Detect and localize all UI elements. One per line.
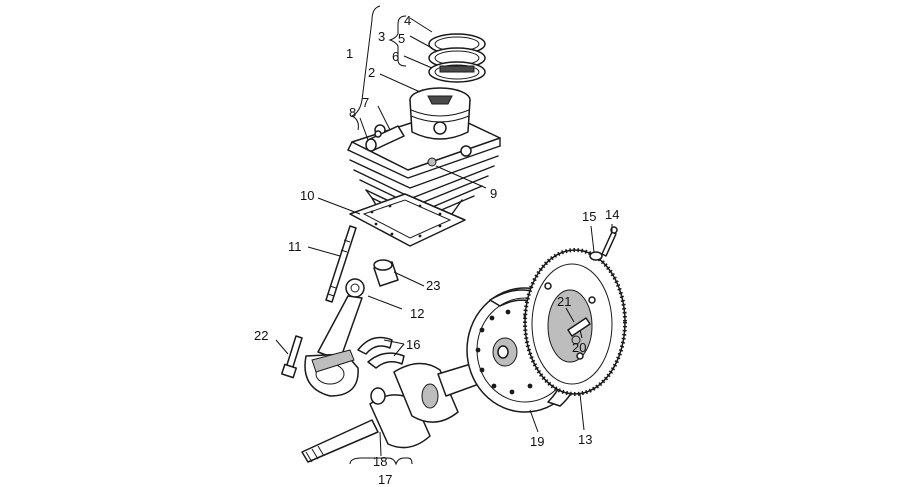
ring-gear-part bbox=[523, 248, 627, 396]
callout-label-4: 4 bbox=[404, 13, 411, 28]
gudgeon-pin-part bbox=[365, 125, 405, 152]
piston-part bbox=[409, 87, 471, 140]
callout-label-18: 18 bbox=[373, 454, 387, 469]
callout-label-17: 17 bbox=[378, 472, 392, 487]
small-end-bush-part bbox=[373, 259, 399, 287]
callout-label-3: 3 bbox=[378, 29, 385, 44]
piston-rings-part bbox=[428, 33, 486, 83]
bearing-shells-part bbox=[357, 336, 405, 369]
callout-label-11: 11 bbox=[288, 239, 302, 254]
callout-label-8: 8 bbox=[349, 105, 356, 120]
callout-label-16: 16 bbox=[406, 337, 420, 352]
callout-label-19: 19 bbox=[530, 434, 544, 449]
rod-bolt-part bbox=[280, 335, 303, 379]
callout-label-10: 10 bbox=[300, 188, 314, 203]
cylinder-stud-part bbox=[325, 225, 357, 303]
cylinder-gasket-part bbox=[349, 193, 466, 247]
callout-label-23: 23 bbox=[426, 278, 440, 293]
callout-label-5: 5 bbox=[398, 31, 405, 46]
callout-label-14: 14 bbox=[605, 207, 619, 222]
callout-label-2: 2 bbox=[368, 65, 375, 80]
crankshaft-part bbox=[301, 355, 497, 463]
flywheel-screws-part bbox=[567, 226, 618, 345]
callout-label-15: 15 bbox=[582, 209, 596, 224]
leader-lines bbox=[275, 17, 613, 457]
callout-label-21: 21 bbox=[557, 294, 571, 309]
callout-label-1: 1 bbox=[346, 46, 353, 61]
callout-label-9: 9 bbox=[490, 186, 497, 201]
callout-label-6: 6 bbox=[392, 49, 399, 64]
callout-label-12: 12 bbox=[410, 306, 424, 321]
callout-label-22: 22 bbox=[254, 328, 268, 343]
callout-label-20: 20 bbox=[572, 340, 586, 355]
group-brackets bbox=[349, 5, 413, 466]
connecting-rod-part bbox=[304, 278, 365, 397]
callout-label-7: 7 bbox=[362, 95, 369, 110]
callout-labels: 4 3 5 6 1 2 7 8 9 10 11 12 23 16 22 18 1… bbox=[254, 13, 619, 487]
callout-label-13: 13 bbox=[578, 432, 592, 447]
